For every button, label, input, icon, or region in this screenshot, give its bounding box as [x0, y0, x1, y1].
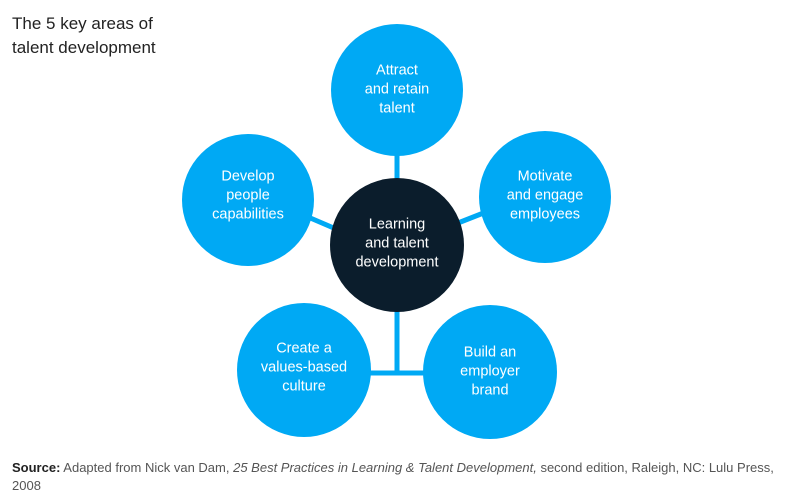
node-label-motivate: Motivate and engage employees [480, 168, 610, 225]
node-center [330, 178, 464, 312]
source-note: Source: Adapted from Nick van Dam, 25 Be… [12, 459, 792, 495]
label-line: and talent [365, 235, 429, 252]
label-line: employer [460, 363, 520, 380]
label-line: values-based [260, 359, 348, 376]
node-label-create: Create a values-based culture [239, 340, 369, 397]
node-motivate [479, 131, 611, 263]
label-line: brand [471, 382, 509, 399]
node-label-attract: Attract and retain talent [332, 62, 462, 119]
source-text: Adapted from Nick van Dam, [60, 460, 234, 475]
label-line: and retain [364, 81, 430, 98]
node-attract [331, 24, 463, 156]
label-line: Motivate [517, 168, 573, 185]
label-line: Create a [276, 340, 332, 357]
node-create [237, 303, 371, 437]
connector-left [307, 214, 337, 232]
source-label: Source: [12, 460, 61, 475]
node-build [423, 305, 557, 439]
node-label-develop: Develop people capabilities [183, 168, 313, 225]
label-line: Attract [376, 62, 418, 79]
diagram-title: The 5 key areas of talent development [12, 12, 156, 60]
label-line: people [226, 187, 270, 204]
label-line: employees [509, 206, 581, 223]
label-line: development [355, 254, 439, 271]
label-line: and engage [506, 187, 584, 204]
label-line: talent [379, 100, 415, 117]
source-book-title: 25 Best Practices in Learning & Talent D… [233, 460, 537, 475]
node-develop [182, 134, 314, 266]
label-line: Learning [368, 216, 426, 233]
node-label-center: Learning and talent development [332, 216, 462, 273]
label-line: Develop [221, 168, 275, 185]
title-line: The 5 key areas of [12, 14, 153, 33]
label-line: Build an [463, 344, 517, 361]
source-text: second edition, Raleigh, NC: Lulu Press,… [12, 460, 774, 493]
label-line: culture [282, 378, 326, 395]
label-line: capabilities [212, 206, 284, 223]
title-line: talent development [12, 38, 156, 57]
node-label-build: Build an employer brand [425, 344, 555, 401]
